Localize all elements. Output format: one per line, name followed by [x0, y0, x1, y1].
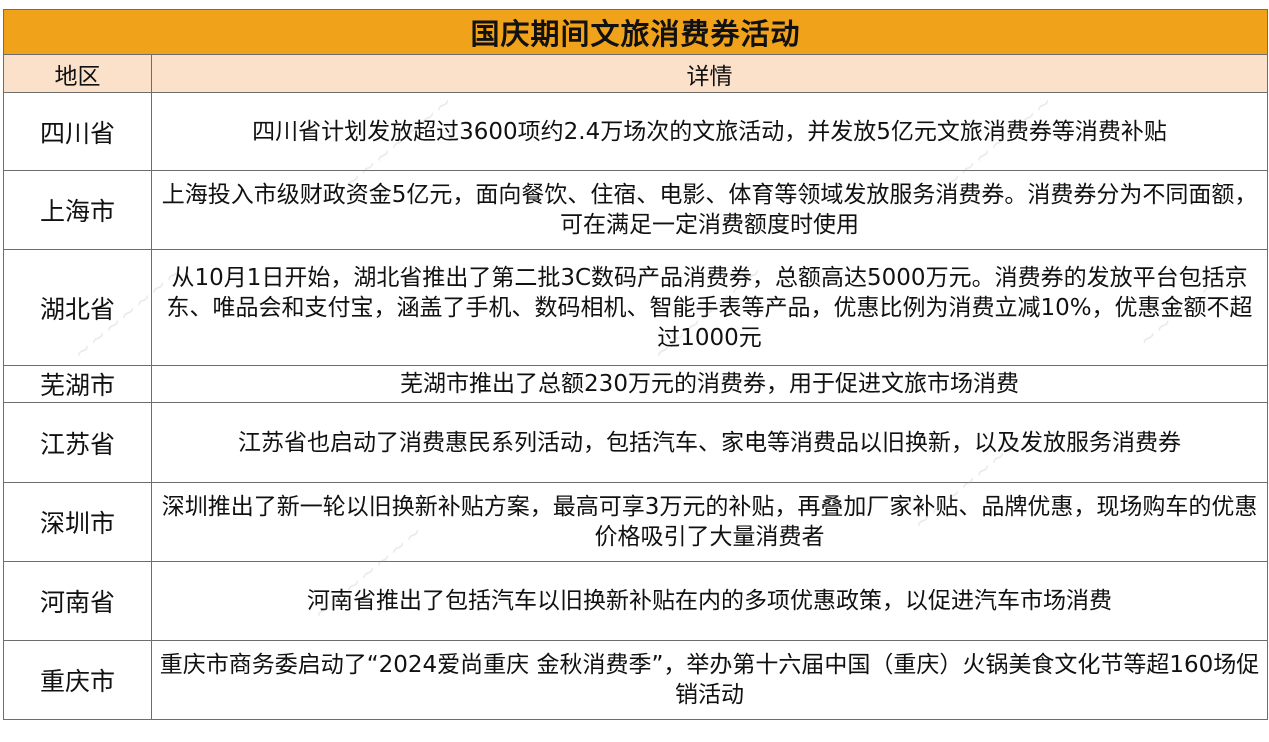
- column-header-region: 地区: [3, 54, 152, 93]
- column-header-detail: 详情: [150, 54, 1269, 93]
- region-cell: 重庆市: [3, 640, 152, 720]
- detail-cell: 上海投入市级财政资金5亿元，面向餐饮、住宿、电影、体育等领域发放服务消费券。消费…: [150, 170, 1269, 250]
- region-cell: 深圳市: [3, 482, 152, 562]
- table-row: 湖北省 从10月1日开始，湖北省推出了第二批3C数码产品消费券，总额高达5000…: [3, 249, 1269, 366]
- region-cell: 芜湖市: [3, 365, 152, 403]
- table-row: 江苏省 江苏省也启动了消费惠民系列活动，包括汽车、家电等消费品以旧换新，以及发放…: [3, 402, 1269, 483]
- detail-cell: 从10月1日开始，湖北省推出了第二批3C数码产品消费券，总额高达5000万元。消…: [150, 249, 1269, 366]
- region-cell: 四川省: [3, 92, 152, 171]
- table-row: 四川省 四川省计划发放超过3600项约2.4万场次的文旅活动，并发放5亿元文旅消…: [3, 92, 1269, 171]
- table-row: 深圳市 深圳推出了新一轮以旧换新补贴方案，最高可享3万元的补贴，再叠加厂家补贴、…: [3, 482, 1269, 562]
- coupon-table: 国庆期间文旅消费券活动 地区 详情 四川省 四川省计划发放超过3600项约2.4…: [2, 9, 1269, 720]
- detail-cell: 河南省推出了包括汽车以旧换新补贴在内的多项优惠政策，以促进汽车市场消费: [150, 561, 1269, 641]
- table-row: 重庆市 重庆市商务委启动了“2024爱尚重庆 金秋消费季”，举办第十六届中国（重…: [3, 640, 1269, 720]
- detail-cell: 重庆市商务委启动了“2024爱尚重庆 金秋消费季”，举办第十六届中国（重庆）火锅…: [150, 640, 1269, 720]
- detail-cell: 江苏省也启动了消费惠民系列活动，包括汽车、家电等消费品以旧换新，以及发放服务消费…: [150, 402, 1269, 483]
- table-row: 芜湖市 芜湖市推出了总额230万元的消费券，用于促进文旅市场消费: [3, 365, 1269, 403]
- region-cell: 江苏省: [3, 402, 152, 483]
- detail-cell: 芜湖市推出了总额230万元的消费券，用于促进文旅市场消费: [150, 365, 1269, 403]
- region-cell: 湖北省: [3, 249, 152, 366]
- region-cell: 河南省: [3, 561, 152, 641]
- table-row: 河南省 河南省推出了包括汽车以旧换新补贴在内的多项优惠政策，以促进汽车市场消费: [3, 561, 1269, 641]
- table-row: 上海市 上海投入市级财政资金5亿元，面向餐饮、住宿、电影、体育等领域发放服务消费…: [3, 170, 1269, 250]
- title-row: 国庆期间文旅消费券活动: [2, 9, 1269, 55]
- region-cell: 上海市: [3, 170, 152, 250]
- table-title: 国庆期间文旅消费券活动: [2, 9, 1269, 55]
- detail-cell: 深圳推出了新一轮以旧换新补贴方案，最高可享3万元的补贴，再叠加厂家补贴、品牌优惠…: [150, 482, 1269, 562]
- header-row: 地区 详情: [3, 54, 1269, 93]
- detail-cell: 四川省计划发放超过3600项约2.4万场次的文旅活动，并发放5亿元文旅消费券等消…: [150, 92, 1269, 171]
